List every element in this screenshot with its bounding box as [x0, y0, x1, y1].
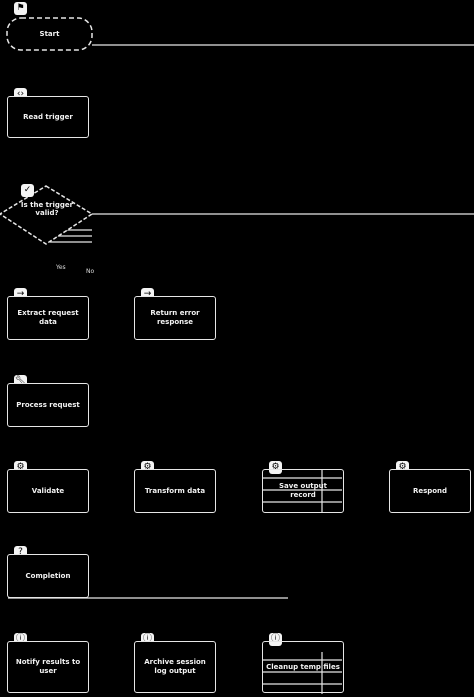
cleanup-label: Cleanup temp files	[266, 662, 340, 671]
save-output-node: Save output record	[262, 469, 344, 513]
return-error-label: Return error response	[150, 309, 200, 326]
return-error-node: Return error response	[134, 296, 216, 340]
process-node: Process request	[7, 383, 89, 427]
start-node: Start	[8, 19, 91, 49]
connector-row6	[262, 652, 342, 694]
start-node-border	[6, 17, 93, 51]
gear-icon: ⚙	[269, 461, 282, 474]
completion-label: Completion	[25, 571, 71, 580]
edge-label-no: No	[86, 268, 95, 275]
save-output-label: Save output record	[279, 482, 327, 499]
cleanup-node: Cleanup temp files	[262, 641, 344, 693]
flag-icon: ⚑	[14, 2, 27, 15]
respond-node: Respond	[389, 469, 471, 513]
notify-label: Notify results to user	[15, 658, 81, 675]
archive-label: Archive session log output	[144, 658, 206, 675]
check-icon: ✓	[21, 184, 34, 197]
validate-label: Validate	[31, 486, 65, 495]
completion-node: Completion	[7, 554, 89, 598]
archive-node: Archive session log output	[134, 641, 216, 693]
validate-node: Validate	[7, 469, 89, 513]
respond-label: Respond	[412, 486, 448, 495]
process-label: Process request	[16, 400, 80, 409]
transform-node: Transform data	[134, 469, 216, 513]
read-trigger-label: Read trigger	[23, 112, 73, 121]
transform-label: Transform data	[144, 486, 206, 495]
decision-diamond	[0, 185, 94, 245]
start-label: Start	[39, 29, 60, 38]
notify-node: Notify results to user	[7, 641, 89, 693]
extract-label: Extract request data	[17, 309, 79, 326]
info-icon: ⓘ	[269, 633, 282, 646]
read-trigger-node: Read trigger	[7, 96, 89, 138]
connector-row4b	[262, 470, 342, 512]
extract-node: Extract request data	[7, 296, 89, 340]
decision-label: Is the trigger valid?	[20, 201, 74, 217]
edge-label-yes: Yes	[56, 264, 66, 271]
